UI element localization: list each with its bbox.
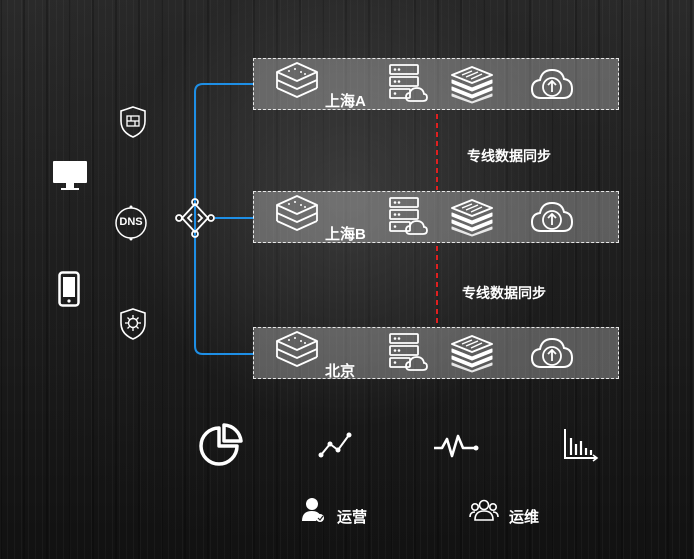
region-label-beijing: 北京 (325, 363, 356, 380)
region-label-shanghai-a: 上海A (325, 93, 366, 110)
server-cloud-icon (388, 332, 428, 379)
server-cloud-icon (388, 196, 428, 243)
firewall-shield-icon (119, 106, 147, 143)
server-cloud-icon (388, 63, 428, 110)
stack-icon (449, 334, 495, 377)
mobile-icon (58, 271, 80, 312)
region-label-shanghai-b: 上海B (325, 226, 366, 243)
pie-chart-icon (198, 423, 244, 472)
sync-label-2: 专线数据同步 (462, 285, 546, 301)
layers-icon (273, 330, 321, 379)
stack-icon (449, 65, 495, 108)
link-to-shanghai-a (194, 83, 254, 218)
pulse-icon (432, 434, 480, 465)
load-balancer-icon (173, 198, 217, 243)
users-group-icon (469, 498, 499, 527)
region-box-shanghai-b (253, 191, 619, 243)
dns-label: DNS (119, 216, 143, 228)
bar-chart-icon (562, 428, 599, 467)
role-label-operations: 运营 (337, 509, 368, 526)
virus-shield-icon (119, 308, 147, 345)
stack-icon (449, 198, 495, 241)
region-box-shanghai-a (253, 58, 619, 110)
monitor-icon (52, 160, 88, 197)
role-label-maintenance: 运维 (509, 509, 540, 526)
sync-label-1: 专线数据同步 (467, 148, 551, 164)
layers-icon (273, 194, 321, 243)
user-icon (302, 497, 326, 528)
cloud-upload-icon (529, 333, 575, 378)
region-box-beijing (253, 327, 619, 379)
layers-icon (273, 61, 321, 110)
line-trend-icon (318, 431, 352, 464)
cloud-upload-icon (529, 197, 575, 242)
dns-icon: DNS (112, 205, 150, 245)
link-to-beijing (194, 218, 254, 355)
cloud-upload-icon (529, 64, 575, 109)
